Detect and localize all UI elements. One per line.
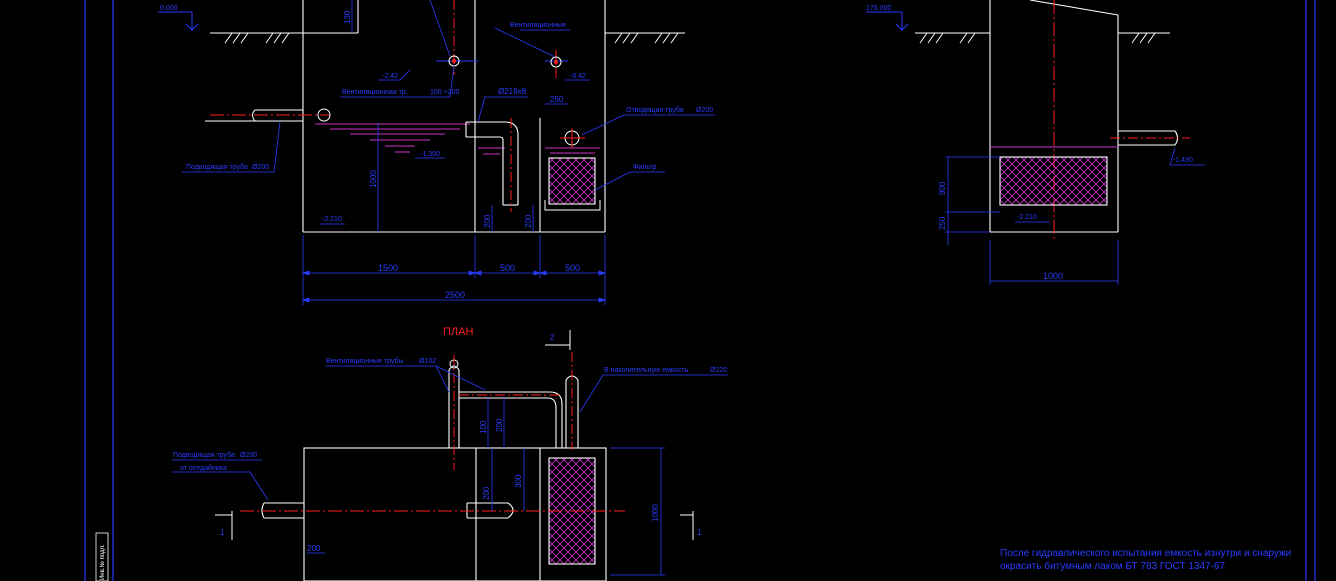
dim-250-right: 250 <box>938 216 947 230</box>
plan-title: ПЛАН <box>443 326 473 338</box>
dim-2500: 2500 <box>445 290 465 300</box>
dim-200-b: 200 <box>524 214 533 228</box>
plan-label-to-storage-size: Ø220 <box>710 367 727 374</box>
elevation-mid-pipe: -0.42 <box>570 73 586 80</box>
plan-dim-200-c: 200 <box>307 544 321 553</box>
elevation-top-right: 176.000 <box>866 5 891 12</box>
label-vent-pipe: Вентиляционная тр. <box>342 89 408 96</box>
elevation-water-mid: -1.350 <box>420 151 440 158</box>
vent-pipe-section <box>436 0 568 80</box>
dim-500-b: 500 <box>565 263 580 273</box>
filter-section <box>548 157 596 205</box>
label-inlet-pipe-size: Ø200 <box>252 164 269 171</box>
dim-900: 900 <box>938 181 947 195</box>
ground-line-left <box>210 32 685 44</box>
plan-label-vent-pipes: Вентиляционные трубы <box>326 357 403 365</box>
label-pipe-diameter: Ø219х8 <box>498 87 527 96</box>
elevation-top-left: 0.000 <box>160 5 178 12</box>
filter-side-section <box>999 156 1108 206</box>
general-note: После гидравлического испытания емкость … <box>1000 547 1320 573</box>
label-inlet-pipe: Подводящая труба <box>186 163 248 171</box>
plan-label-vent-size: Ø102 <box>419 358 436 365</box>
dim-200-a: 200 <box>483 214 492 228</box>
plan-label-inlet-pipe: Подводящая труба <box>173 451 235 459</box>
plan-dim-200: 200 <box>495 418 504 432</box>
section-dim-chain <box>301 235 607 305</box>
vent-pipes-plan <box>448 365 579 448</box>
section-vertical-dims <box>351 0 568 232</box>
dim-1000: 1000 <box>369 170 378 188</box>
plan-leaders <box>172 365 728 501</box>
dim-130: 130 <box>343 10 352 24</box>
plan-label-inlet-from: от оседайника <box>180 464 227 472</box>
plan-label-to-storage: В накопительную емкость <box>604 367 689 374</box>
section-leaders <box>182 0 715 225</box>
dim-500-a: 500 <box>500 263 515 273</box>
plan-dim-300: 300 <box>514 474 523 488</box>
side-section-view: 176.000 900 250 1000 - <box>866 0 1205 285</box>
elevation-bottom-right: -2.210 <box>1017 214 1037 221</box>
note-line-2: окрасить битумным лаком БТ 783 ГОСТ 1347… <box>1000 561 1226 572</box>
label-outlet-pipe-size: Ø200 <box>696 107 713 114</box>
label-filter: Фильтр <box>633 164 657 171</box>
elevation-bottom-left: -2.210 <box>322 216 342 223</box>
inlet-pipe-section <box>205 109 303 122</box>
siphon-pipe-section <box>465 121 519 206</box>
plan-label-inlet-size: Ø200 <box>240 452 257 459</box>
section-view: 0.000 <box>158 0 715 305</box>
section-mark-2: 2 <box>550 333 555 342</box>
plan-dims <box>307 398 665 576</box>
label-outlet-pipe: Отводящая труба <box>626 106 684 114</box>
elevation-right-pipe: -1.430 <box>1173 157 1193 164</box>
label-vent-pipe-size: 100 ×200 <box>430 89 459 96</box>
water-surface-lines <box>315 123 600 155</box>
tank-plan-outline <box>303 447 607 581</box>
outlet-pipe-section <box>560 128 585 148</box>
stamp-text: Инв.№ подл. <box>99 544 106 580</box>
sheet-frame <box>84 0 1316 581</box>
plan-view: ПЛАН 2 <box>172 326 728 581</box>
dim-250: 250 <box>550 95 564 104</box>
note-line-1: После гидравлического испытания емкость … <box>1000 548 1292 559</box>
tank-section-outline <box>302 0 606 233</box>
plan-dim-1000: 1000 <box>651 504 660 522</box>
section-mark-1-right: 1 <box>697 528 702 537</box>
label-vent-pipes-top: Вентиляционные <box>510 22 566 29</box>
elevation-left-pipe: -2.42 <box>382 73 398 80</box>
inlet-pipe-cross-section <box>317 108 331 122</box>
elevation-mark-top-left <box>158 11 199 31</box>
dim-1500: 1500 <box>378 263 398 273</box>
dim-1000-right: 1000 <box>1043 271 1063 281</box>
plan-dim-100: 100 <box>479 420 488 434</box>
inlet-pipe-plan <box>261 502 514 519</box>
section-mark-1-left: 1 <box>220 528 225 537</box>
plan-dim-200-b: 200 <box>482 486 491 500</box>
